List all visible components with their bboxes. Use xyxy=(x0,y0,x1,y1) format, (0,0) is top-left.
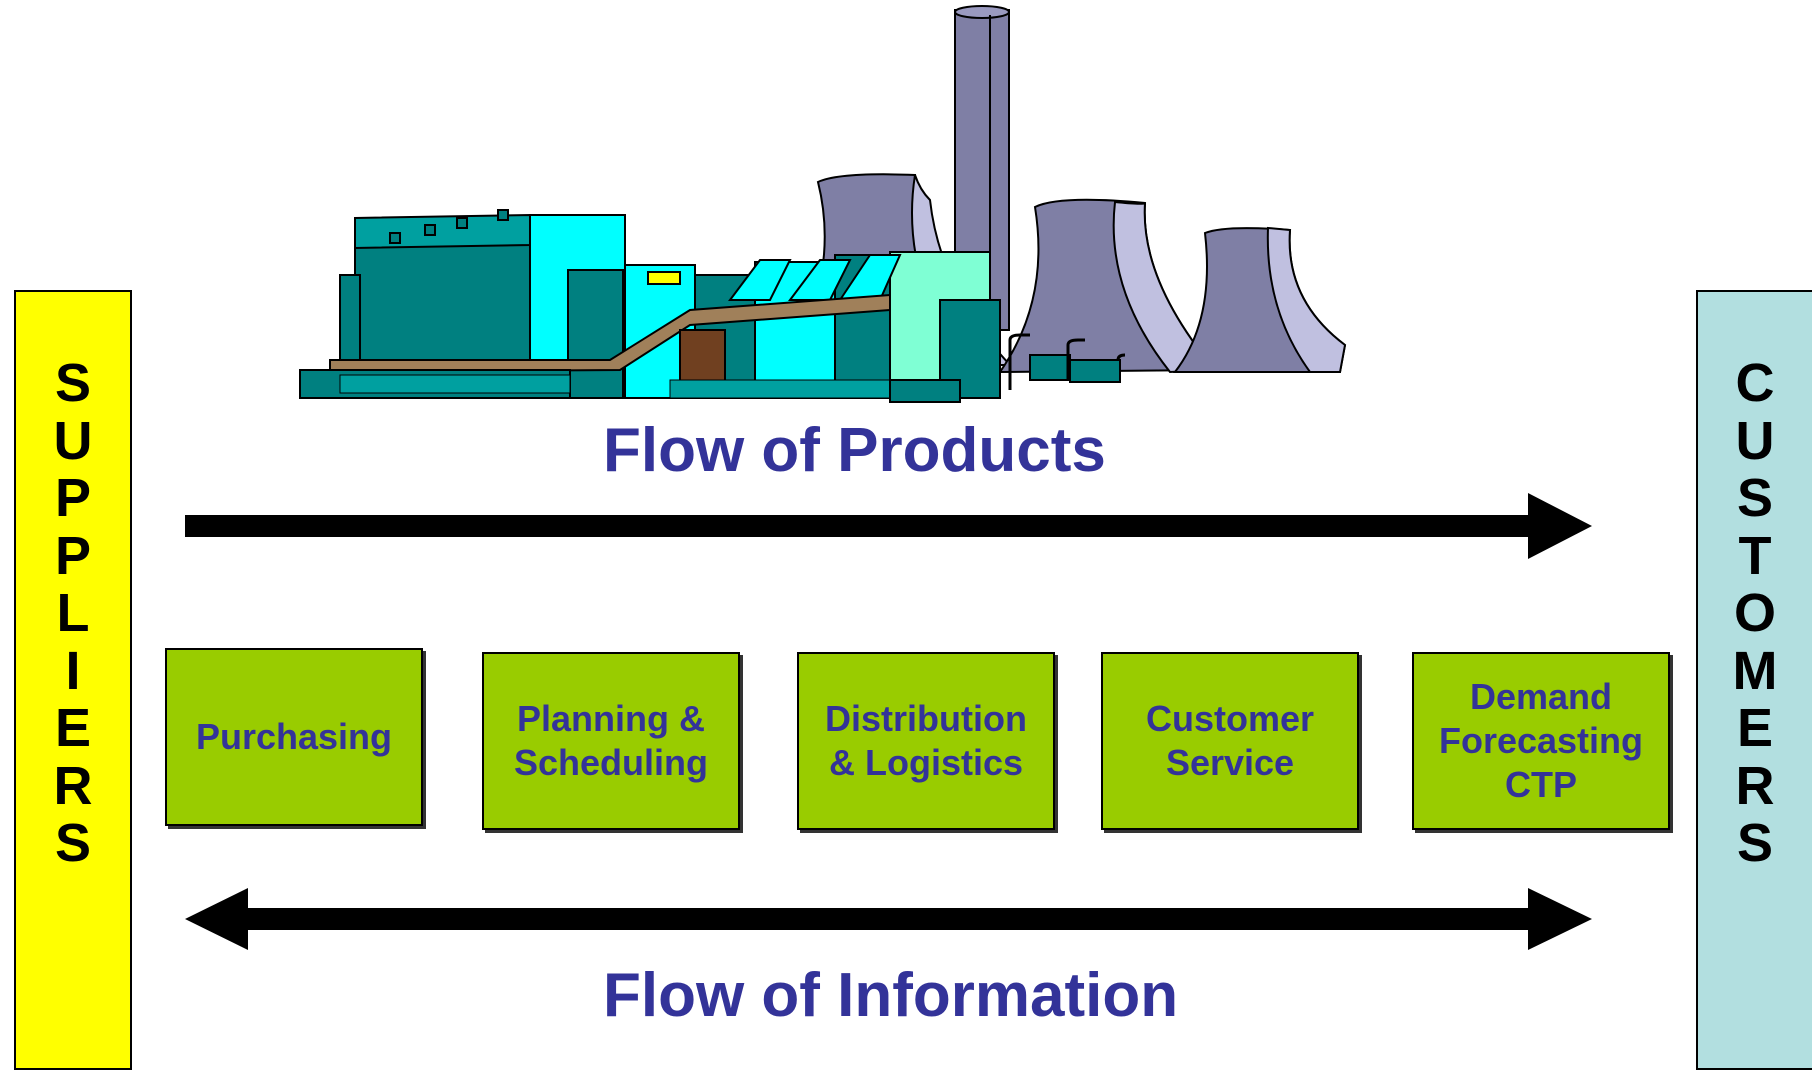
customers-letter: C xyxy=(1735,353,1775,413)
function-label: Planning & Scheduling xyxy=(513,698,708,783)
power-plant-icon xyxy=(299,5,1347,403)
information-arrow xyxy=(185,888,1592,950)
suppliers-letter: R xyxy=(53,755,93,816)
function-label: Purchasing xyxy=(195,716,393,757)
suppliers-letter: S xyxy=(54,813,92,873)
suppliers-letter: U xyxy=(53,410,93,471)
suppliers-letter: I xyxy=(65,640,81,701)
customers-letter: E xyxy=(1736,698,1774,758)
function-box-demand-forecasting: Demand Forecasting CTP xyxy=(1412,652,1670,830)
function-box-distribution-logistics: Distribution & Logistics xyxy=(797,652,1055,830)
customers-letter: R xyxy=(1735,755,1775,816)
suppliers-letter: P xyxy=(54,468,92,528)
suppliers-letter: P xyxy=(54,525,92,586)
suppliers-bar: S U P P L I E R S xyxy=(14,290,132,1070)
function-label: Customer Service xyxy=(1145,698,1315,783)
customers-letter: M xyxy=(1732,640,1778,701)
function-box-planning-scheduling: Planning & Scheduling xyxy=(482,652,740,830)
customers-bar: C U S T O M E R S xyxy=(1696,290,1812,1070)
function-box-customer-service: Customer Service xyxy=(1101,652,1359,830)
function-label: Demand Forecasting CTP xyxy=(1438,676,1644,805)
customers-letter: S xyxy=(1736,468,1774,528)
suppliers-letter: E xyxy=(54,698,92,758)
customers-letter: T xyxy=(1738,525,1772,586)
customers-letter: S xyxy=(1736,813,1774,873)
flow-of-information-label: Flow of Information xyxy=(603,961,1179,1030)
suppliers-letter: L xyxy=(56,583,90,643)
flow-of-products-label: Flow of Products xyxy=(603,416,1106,485)
customers-letter: U xyxy=(1735,410,1775,471)
function-label: Distribution & Logistics xyxy=(825,698,1027,783)
suppliers-letter: S xyxy=(54,353,92,413)
products-arrow xyxy=(185,493,1592,559)
function-box-purchasing: Purchasing xyxy=(165,648,423,826)
customers-letter: O xyxy=(1733,583,1776,643)
